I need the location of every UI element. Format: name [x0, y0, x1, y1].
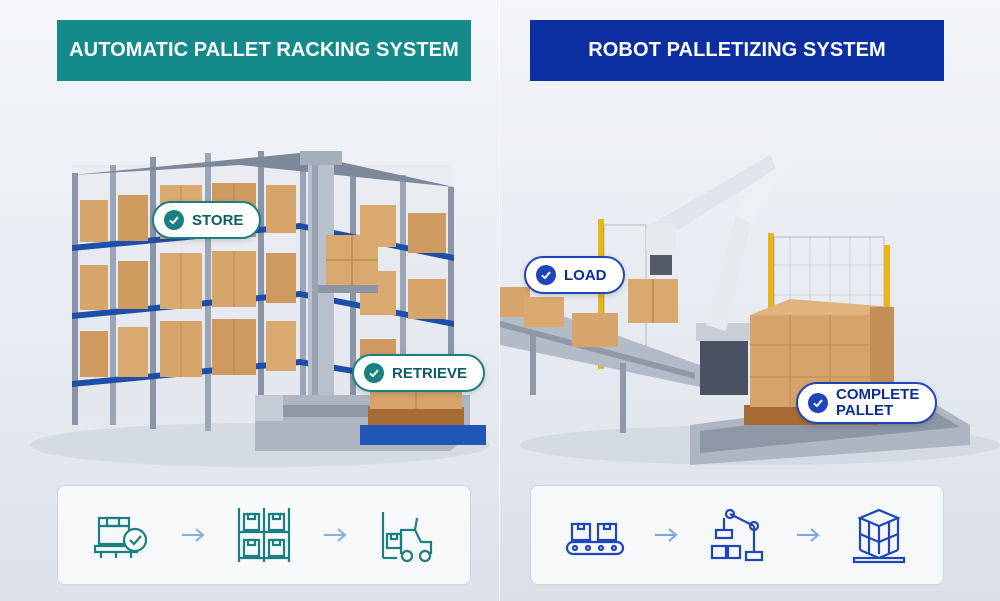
- robot-arm: [628, 155, 788, 395]
- conveyor: [500, 287, 700, 433]
- retrieve-badge: RETRIEVE: [352, 354, 486, 392]
- conveyor-boxes-icon: [565, 522, 625, 556]
- retrieve-label: RETRIEVE: [392, 364, 468, 382]
- check-icon: [536, 265, 556, 285]
- check-icon: [808, 393, 828, 413]
- store-label: STORE: [192, 211, 244, 229]
- robot-arm-icon: [710, 508, 764, 562]
- racking-system-illustration: [30, 151, 490, 467]
- arrow-right-icon: [182, 528, 205, 542]
- arrow-right-icon: [797, 528, 820, 542]
- complete-line2: PALLET: [836, 402, 894, 419]
- load-label: LOAD: [564, 266, 607, 284]
- right-title-banner: ROBOT PALLETIZING SYSTEM: [530, 20, 944, 81]
- complete-pallet-label: COMPLETE PALLET: [836, 387, 919, 419]
- complete-pallet-badge: COMPLETE PALLET: [796, 382, 938, 424]
- complete-line1: COMPLETE: [836, 386, 920, 403]
- right-title: ROBOT PALLETIZING SYSTEM: [588, 39, 886, 61]
- arrow-right-icon: [655, 528, 678, 542]
- robot-palletizing-illustration: [500, 155, 1000, 465]
- right-process-strip: [530, 485, 944, 585]
- check-icon: [364, 363, 384, 383]
- store-badge: STORE: [152, 201, 262, 239]
- racking-shelves-icon: [237, 508, 291, 562]
- pallet-box-check-icon: [93, 516, 148, 558]
- stacker-crane: [300, 151, 378, 425]
- left-panel: AUTOMATIC PALLET RACKING SYSTEM: [0, 0, 500, 601]
- left-process-strip: [57, 485, 471, 585]
- arrow-right-icon: [324, 528, 347, 542]
- check-icon: [164, 210, 184, 230]
- left-title: AUTOMATIC PALLET RACKING SYSTEM: [69, 39, 459, 61]
- right-panel: ROBOT PALLETIZING SYSTEM: [500, 0, 1000, 601]
- load-badge: LOAD: [524, 256, 625, 294]
- stacked-pallet-icon: [852, 508, 906, 564]
- left-title-banner: AUTOMATIC PALLET RACKING SYSTEM: [57, 20, 471, 81]
- forklift-icon: [381, 512, 433, 563]
